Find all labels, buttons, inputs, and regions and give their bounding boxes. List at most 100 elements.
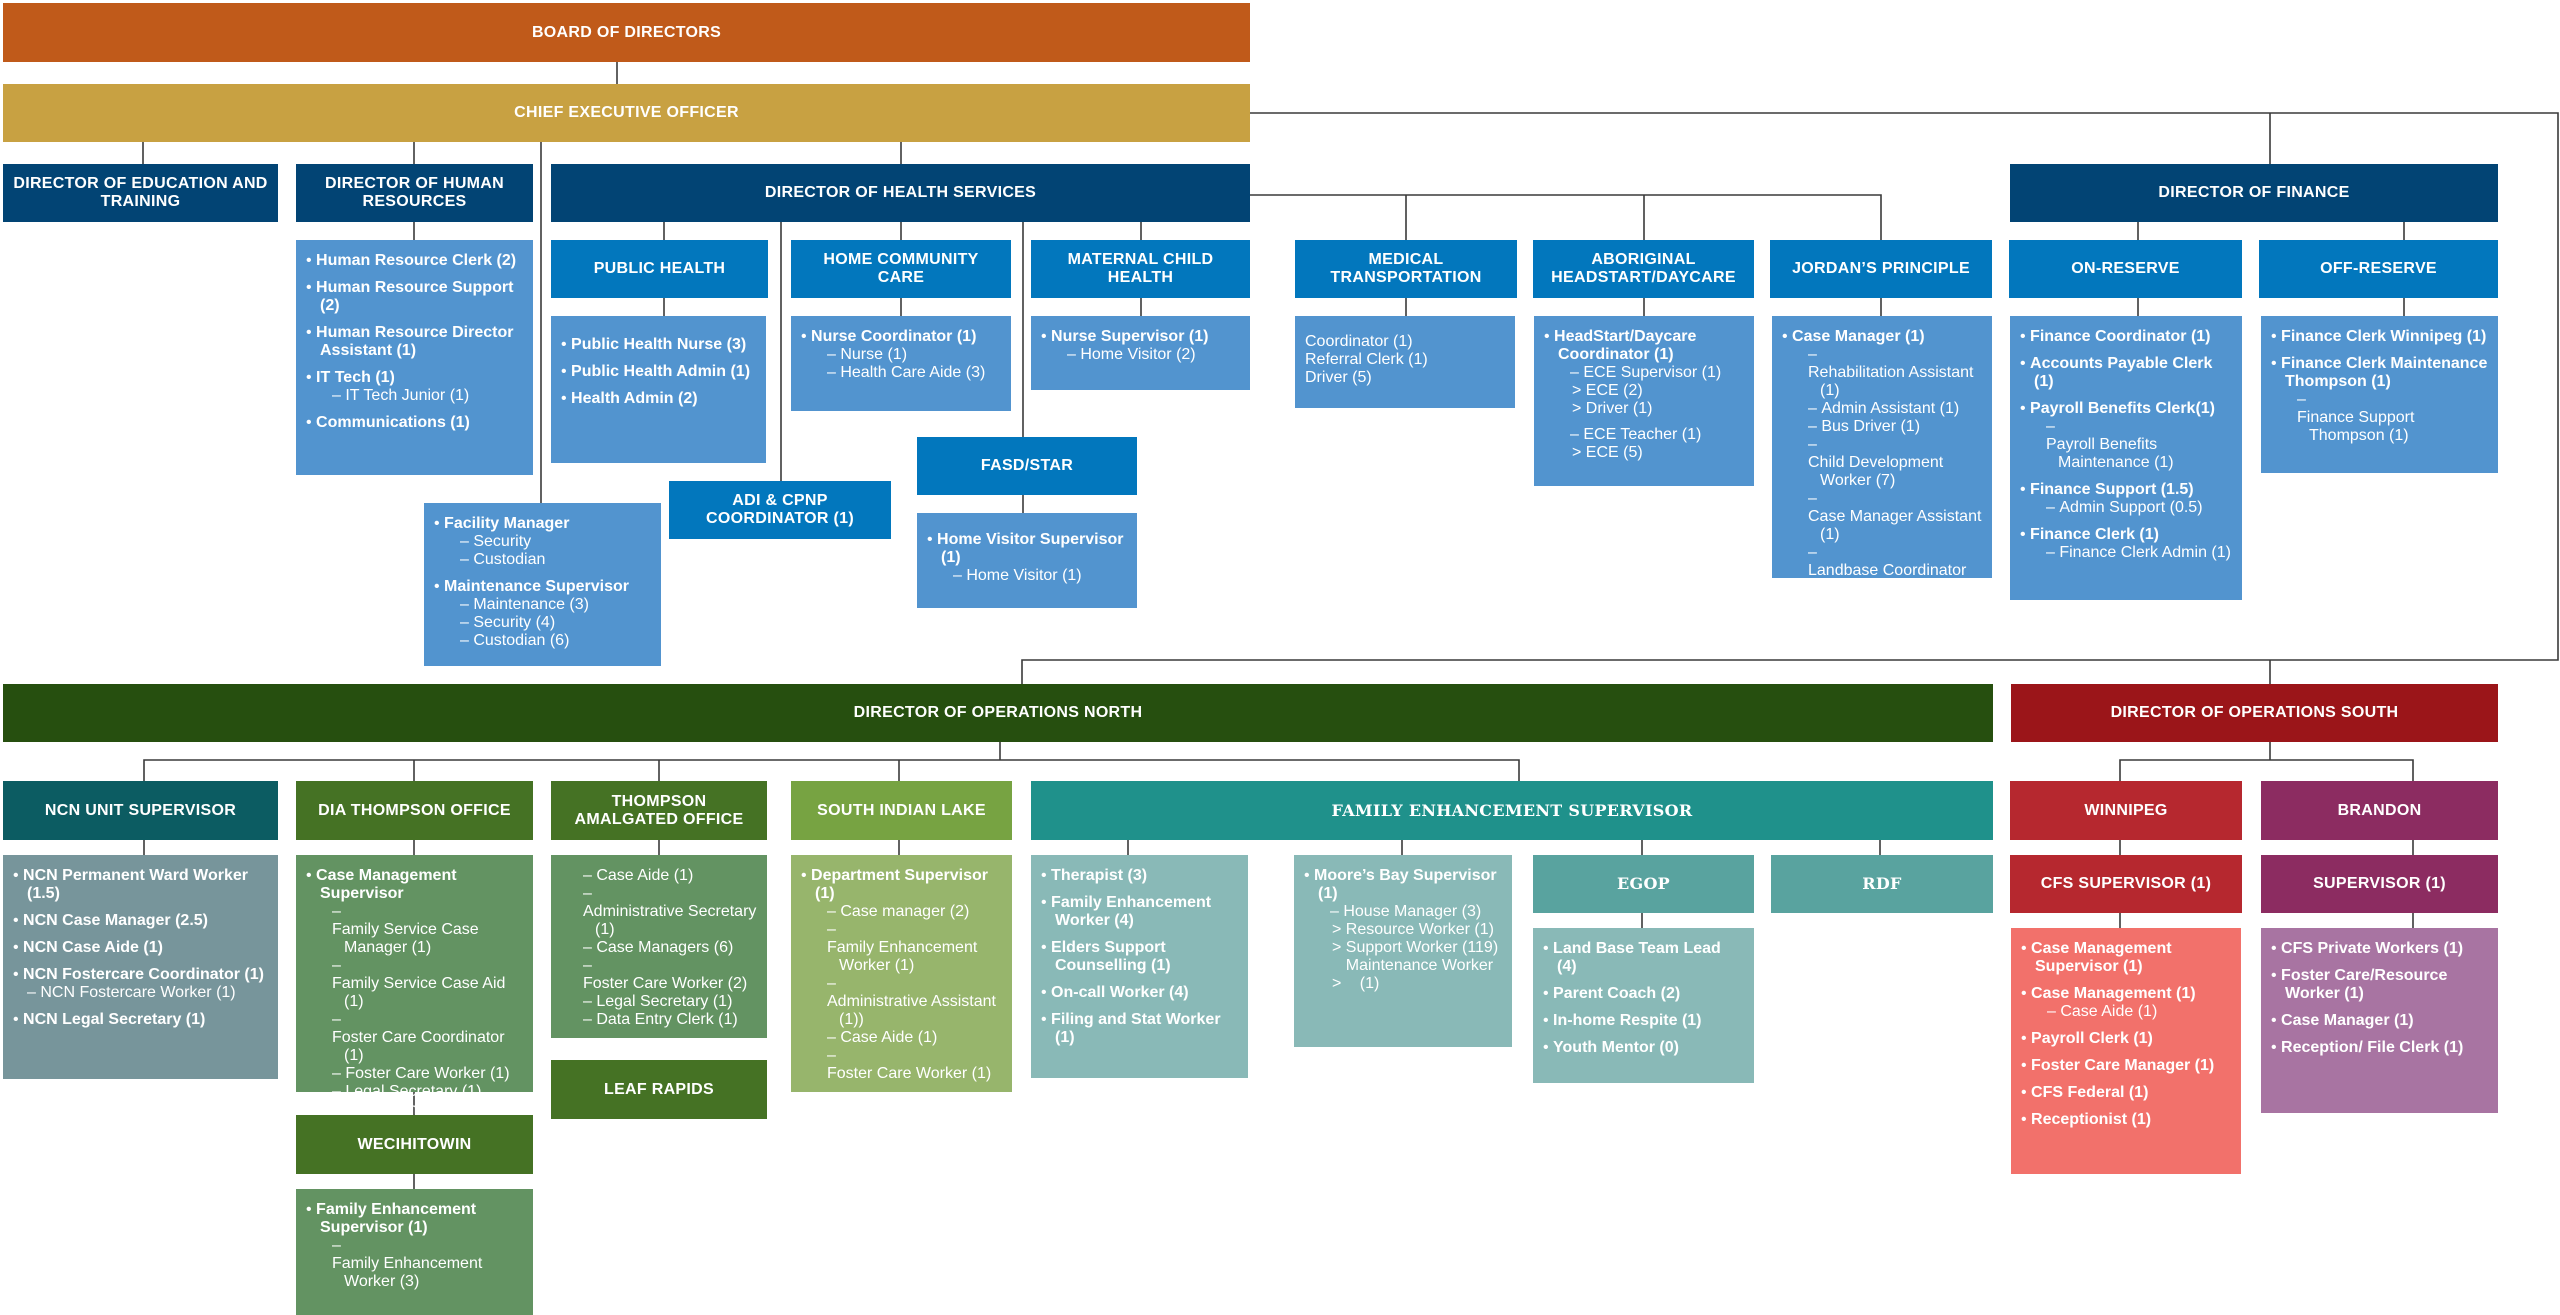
list-item: Referral Clerk (1): [1305, 351, 1428, 368]
jordans-principle[interactable]: JORDAN’S PRINCIPLE: [1770, 240, 1992, 298]
board-of-directors[interactable]: BOARD OF DIRECTORS: [3, 3, 1250, 62]
facilities-staff-list: • Facility Manager– Security– Custodian …: [424, 503, 661, 666]
list-item: • Filing and Stat Worker (1): [1041, 1011, 1221, 1046]
hr-title: DIRECTOR OF HUMAN RESOURCES: [324, 175, 505, 210]
list-item: • Finance Clerk (1)– Finance Clerk Admin…: [2020, 526, 2231, 561]
cfs-supervisor[interactable]: CFS SUPERVISOR (1): [2010, 855, 2242, 913]
jordan-staff: • Case Manager (1) – Rehabilitation Assi…: [1772, 316, 1992, 615]
health-title: DIRECTOR OF HEALTH SERVICES: [764, 184, 1037, 201]
adi-cpnp-coordinator[interactable]: ADI & CPNP COORDINATOR (1): [669, 481, 891, 539]
list-item: • Case Management Supervisor – Family Se…: [306, 867, 510, 1118]
director-finance[interactable]: DIRECTOR OF FINANCE: [2010, 164, 2498, 222]
list-item: • On-call Worker (4): [1041, 984, 1189, 1001]
list-item: • Payroll Benefits Clerk(1)– Payroll Ben…: [2020, 400, 2215, 471]
list-item: • Case Manager (1): [2271, 1012, 2414, 1029]
rdf[interactable]: RDF: [1771, 855, 1993, 913]
list-item: • Finance Coordinator (1): [2020, 328, 2211, 345]
list-item: • CFS Federal (1): [2021, 1084, 2149, 1101]
moores-bay-staff: • Moore’s Bay Supervisor (1) – House Man…: [1294, 855, 1512, 1047]
list-item: • Facility Manager– Security– Custodian: [434, 515, 570, 568]
home-care-staff: • Nurse Coordinator (1)– Nurse (1)– Heal…: [791, 316, 1011, 411]
list-item: • Health Admin (2): [561, 390, 698, 407]
list-item: • Family Enhancement Worker (4): [1041, 894, 1212, 929]
leaf-rapids[interactable]: LEAF RAPIDS: [551, 1060, 767, 1119]
list-item: • In-home Respite (1): [1543, 1012, 1702, 1029]
brandon-supervisor[interactable]: SUPERVISOR (1): [2261, 855, 2498, 913]
brandon[interactable]: BRANDON: [2261, 781, 2498, 840]
off-reserve[interactable]: OFF-RESERVE: [2259, 240, 2498, 298]
list-item: • Communications (1): [306, 414, 470, 431]
list-item: • Foster Care/Resource Worker (1): [2271, 967, 2448, 1002]
fes-staff: • Therapist (3) • Family Enhancement Wor…: [1031, 855, 1248, 1078]
fasd-staff: • Home Visitor Supervisor (1)– Home Visi…: [917, 513, 1137, 608]
list-item: • NCN Case Aide (1): [13, 939, 163, 956]
medical-staff: Coordinator (1) Referral Clerk (1) Drive…: [1295, 316, 1515, 408]
director-human-resources[interactable]: DIRECTOR OF HUMAN RESOURCES: [296, 164, 533, 222]
aboriginal-headstart[interactable]: ABORIGINAL HEADSTART/DAYCARE: [1533, 240, 1754, 298]
list-item: • Finance Clerk Maintenance Thompson (1)…: [2271, 355, 2488, 444]
winnipeg-staff: • Case Management Supervisor (1) • Case …: [2011, 928, 2241, 1174]
list-item: • Human Resource Support (2): [306, 279, 514, 314]
list-item: • Case Management Supervisor (1): [2021, 940, 2172, 975]
list-item: • Human Resource Clerk (2): [306, 252, 517, 269]
list-item: • Parent Coach (2): [1543, 985, 1681, 1002]
director-health-services[interactable]: DIRECTOR OF HEALTH SERVICES: [551, 164, 1250, 222]
list-item: • NCN Fostercare Coordinator (1)– NCN Fo…: [13, 966, 264, 1001]
list-item: • IT Tech (1)– IT Tech Junior (1): [306, 369, 470, 404]
list-item: • Human Resource Director Assistant (1): [306, 324, 514, 359]
list-item: • NCN Permanent Ward Worker (1.5): [13, 867, 248, 902]
medical-transportation[interactable]: MEDICAL TRANSPORTATION: [1295, 240, 1517, 298]
list-item: • Home Visitor Supervisor (1)– Home Visi…: [927, 531, 1124, 584]
list-item: • Reception/ File Clerk (1): [2271, 1039, 2464, 1056]
list-item: • NCN Legal Secretary (1): [13, 1011, 206, 1028]
dia-staff: • Case Management Supervisor – Family Se…: [296, 855, 533, 1118]
list-item: Coordinator (1): [1305, 333, 1413, 350]
egop[interactable]: EGOP: [1533, 855, 1754, 913]
fasd-star[interactable]: FASD/STAR: [917, 437, 1137, 495]
public-health-staff: • Public Health Nurse (3) • Public Healt…: [551, 316, 766, 463]
dia-thompson-office[interactable]: DIA THOMPSON OFFICE: [296, 781, 533, 840]
ncn-unit-supervisor[interactable]: NCN UNIT SUPERVISOR: [3, 781, 278, 840]
winnipeg[interactable]: WINNIPEG: [2010, 781, 2242, 840]
list-item: • Department Supervisor (1) – Case manag…: [801, 867, 996, 1082]
wecihitowin[interactable]: WECIHITOWIN: [296, 1115, 533, 1174]
list-item: • Receptionist (1): [2021, 1111, 2152, 1128]
list-item: • Case Manager (1) – Rehabilitation Assi…: [1782, 328, 1982, 615]
director-education[interactable]: DIRECTOR OF EDUCATION AND TRAINING: [3, 164, 278, 222]
maternal-child-health[interactable]: MATERNAL CHILD HEALTH: [1031, 240, 1250, 298]
list-item: • Maintenance Supervisor– Maintenance (3…: [434, 578, 629, 649]
home-community-care[interactable]: HOME COMMUNITY CARE: [791, 240, 1011, 298]
list-item: • Public Health Admin (1): [561, 363, 751, 380]
list-item: • Family Enhancement Supervisor (1)– Fam…: [306, 1201, 483, 1290]
education-title: DIRECTOR OF EDUCATION AND TRAINING: [13, 175, 268, 210]
ncn-staff: • NCN Permanent Ward Worker (1.5) • NCN …: [3, 855, 278, 1079]
thompson-amalgated-office[interactable]: THOMPSON AMALGATED OFFICE: [551, 781, 767, 840]
list-item: • Accounts Payable Clerk (1): [2020, 355, 2213, 390]
chief-executive-officer[interactable]: CHIEF EXECUTIVE OFFICER: [3, 84, 1250, 142]
ceo-title: CHIEF EXECUTIVE OFFICER: [514, 104, 739, 121]
list-item: • Finance Support (1.5)– Admin Support (…: [2020, 481, 2203, 516]
director-operations-south[interactable]: DIRECTOR OF OPERATIONS SOUTH: [2011, 684, 2498, 742]
public-health[interactable]: PUBLIC HEALTH: [551, 240, 768, 298]
list-item: • Land Base Team Lead (4): [1543, 940, 1721, 975]
family-enhancement-supervisor[interactable]: FAMILY ENHANCEMENT SUPERVISOR: [1031, 781, 1993, 840]
list-item: • Therapist (3): [1041, 867, 1148, 884]
sil-staff: • Department Supervisor (1) – Case manag…: [791, 855, 1012, 1092]
on-reserve[interactable]: ON-RESERVE: [2009, 240, 2242, 298]
maternal-staff: • Nurse Supervisor (1)– Home Visitor (2): [1031, 316, 1250, 390]
list-item: • Nurse Coordinator (1)– Nurse (1)– Heal…: [801, 328, 986, 381]
list-item: • Public Health Nurse (3): [561, 336, 747, 353]
list-item: – Case Aide (1) – Administrative Secreta…: [583, 867, 757, 1028]
list-item: • Youth Mentor (0): [1543, 1039, 1679, 1056]
list-item: • Finance Clerk Winnipeg (1): [2271, 328, 2487, 345]
director-operations-north[interactable]: DIRECTOR OF OPERATIONS NORTH: [3, 684, 1993, 742]
list-item: • HeadStart/Daycare Coordinator (1) – EC…: [1544, 328, 1722, 461]
egop-staff: • Land Base Team Lead (4) • Parent Coach…: [1533, 928, 1754, 1083]
headstart-staff: • HeadStart/Daycare Coordinator (1) – EC…: [1534, 316, 1754, 486]
list-item: • Payroll Clerk (1): [2021, 1030, 2153, 1047]
on-reserve-staff: • Finance Coordinator (1) • Accounts Pay…: [2010, 316, 2242, 600]
list-item: • Foster Care Manager (1): [2021, 1057, 2215, 1074]
list-item: • Nurse Supervisor (1)– Home Visitor (2): [1041, 328, 1209, 363]
list-item: Driver (5): [1305, 369, 1372, 386]
south-indian-lake[interactable]: SOUTH INDIAN LAKE: [791, 781, 1012, 840]
